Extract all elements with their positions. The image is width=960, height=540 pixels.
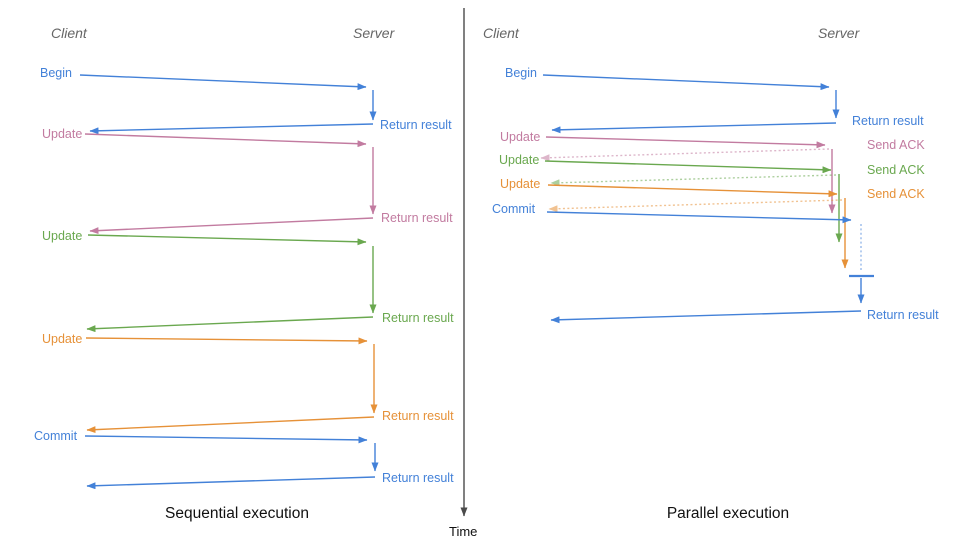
message-label: Update <box>499 153 539 167</box>
request-line <box>87 234 367 246</box>
ack-return-group <box>540 148 830 162</box>
sequential-caption: Sequential execution <box>165 505 309 522</box>
message-update-1: Update Send ACK <box>500 130 925 214</box>
time-axis: Time <box>449 8 477 539</box>
ack-return-line <box>548 199 843 213</box>
request-line <box>79 74 367 91</box>
parallel-caption: Parallel execution <box>667 505 789 522</box>
message-begin: Begin Return result <box>40 66 452 135</box>
message-commit: Commit <box>492 202 862 272</box>
ack-return-line <box>540 148 830 162</box>
response-label: Return result <box>380 118 452 132</box>
request-line <box>84 133 367 148</box>
message-label: Update <box>500 130 540 144</box>
client-header: Client <box>483 25 520 41</box>
ack-label: Send ACK <box>867 138 925 152</box>
ack-return-group <box>548 199 843 213</box>
request-line <box>547 184 838 198</box>
request-line <box>544 160 832 174</box>
time-axis-label: Time <box>449 524 477 539</box>
message-label: Update <box>42 229 82 243</box>
message-label: Begin <box>40 66 72 80</box>
response-line <box>86 416 375 434</box>
response-line <box>89 123 374 135</box>
message-update-2: Update Send ACK <box>499 153 925 243</box>
ack-return-line <box>550 174 837 187</box>
ack-label: Send ACK <box>867 163 925 177</box>
request-line <box>545 136 826 149</box>
message-label: Commit <box>34 429 78 443</box>
client-header: Client <box>51 25 88 41</box>
response-label: Return result <box>381 211 453 225</box>
response-line <box>86 476 376 490</box>
response-line <box>89 217 374 235</box>
response-label: Return result <box>867 308 939 322</box>
message-label: Update <box>42 332 82 346</box>
message-begin: Begin Return result <box>505 66 924 134</box>
message-update-3: Update Send ACK <box>500 177 925 269</box>
response-line <box>550 310 862 324</box>
server-header: Server <box>353 25 396 41</box>
commit-completion: Return result <box>550 274 939 324</box>
response-line <box>551 122 837 134</box>
message-update-1: Update Return result <box>42 127 453 235</box>
message-label: Commit <box>492 202 536 216</box>
message-label: Update <box>500 177 540 191</box>
request-line <box>546 211 852 224</box>
ack-label: Send ACK <box>867 187 925 201</box>
message-label: Update <box>42 127 82 141</box>
ack-return-group <box>550 174 837 187</box>
response-label: Return result <box>382 311 454 325</box>
request-line <box>542 74 830 91</box>
message-update-3: Update Return result <box>42 332 454 434</box>
message-update-2: Update Return result <box>42 229 454 333</box>
response-label: Return result <box>852 114 924 128</box>
parallel-diagram: Client Server Begin Return result Update… <box>483 25 939 522</box>
request-line <box>84 435 368 444</box>
response-label: Return result <box>382 409 454 423</box>
message-label: Begin <box>505 66 537 80</box>
message-commit: Commit Return result <box>34 429 454 490</box>
response-label: Return result <box>382 471 454 485</box>
request-line <box>85 337 368 345</box>
sequential-diagram: Client Server Begin Return result Update… <box>34 25 454 522</box>
response-line <box>86 316 374 333</box>
server-header: Server <box>818 25 861 41</box>
